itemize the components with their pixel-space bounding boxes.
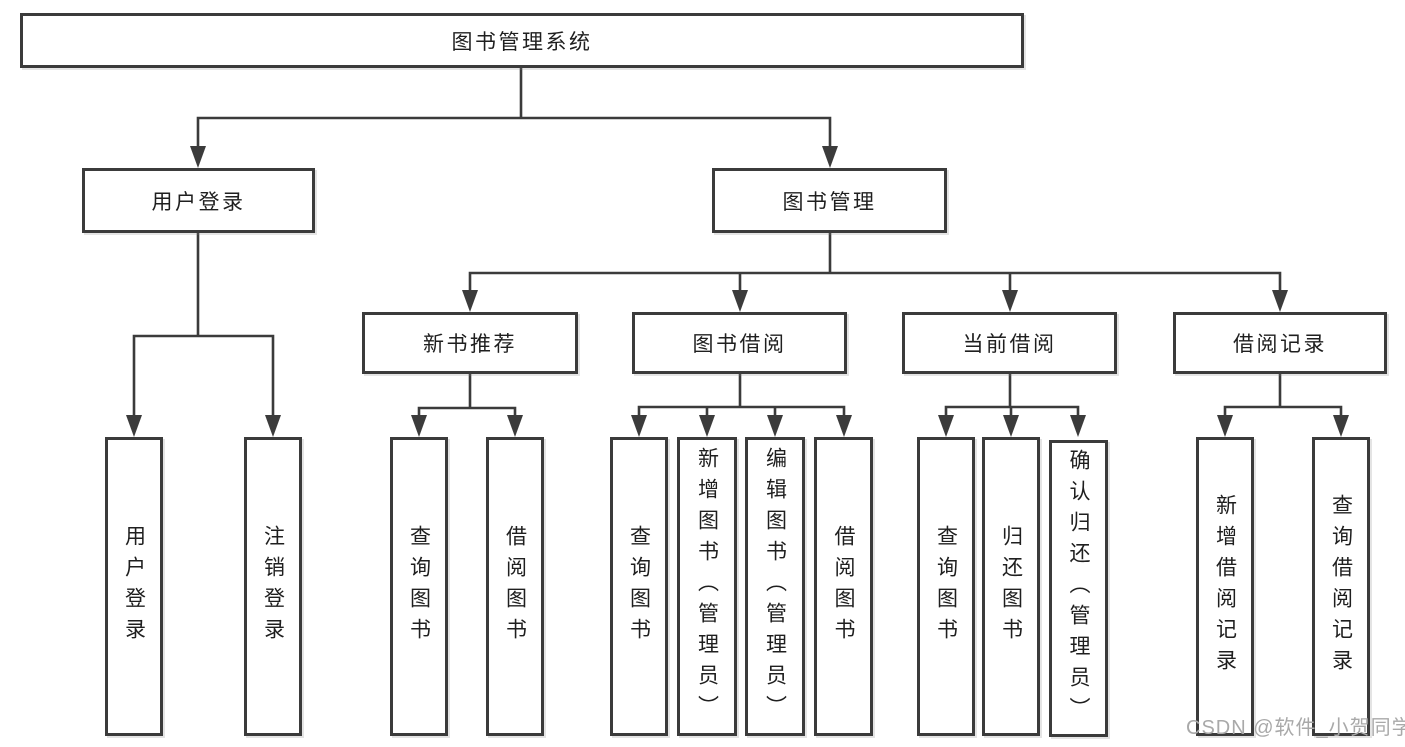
node-edit-books-admin: 编辑图书（管理员） [745,437,805,736]
node-query-books-current: 查询图书 [917,437,975,736]
arrowhead [822,146,838,168]
node-add-borrow-record: 新增借阅记录 [1196,437,1254,736]
node-label: 查询借阅记录 [1329,493,1353,680]
node-label: 新增图书（管理员） [695,447,719,726]
node-label: 用户登录 [122,524,146,649]
node-user-login: 用户登录 [82,168,315,233]
arrowhead [1003,415,1019,437]
node-borrow-books-borrowing: 借阅图书 [814,437,873,736]
arrowhead [507,415,523,437]
node-query-borrow-record: 查询借阅记录 [1312,437,1370,736]
node-borrowing-records: 借阅记录 [1173,312,1387,374]
arrowheads [126,146,1349,437]
arrowhead [462,290,478,312]
node-label: 图书管理系统 [451,30,593,54]
node-add-books-admin: 新增图书（管理员） [677,437,737,736]
arrowhead [1272,290,1288,312]
arrowhead [1333,415,1349,437]
node-label: 借阅图书 [503,524,527,649]
node-label: 新书推荐 [423,333,517,356]
arrowhead [1070,415,1086,437]
arrowhead [1217,415,1233,437]
node-label: 借阅记录 [1233,333,1327,356]
node-new-book-recommendation: 新书推荐 [362,312,578,374]
arrowhead [190,146,206,168]
node-query-books-recommend: 查询图书 [390,437,448,736]
node-label: 图书借阅 [692,333,787,356]
node-label: 当前借阅 [962,333,1057,356]
node-label: 用户登录 [151,190,246,214]
node-book-management: 图书管理 [712,168,947,233]
wire-book-management-subtree [468,231,1282,292]
wire-current-group [944,372,1080,417]
connector-paths [132,66,1343,417]
wire-recommend-group [417,372,517,417]
node-label: 查询图书 [407,524,431,649]
node-book-borrowing: 图书借阅 [632,312,847,374]
node-borrow-books-recommend: 借阅图书 [486,437,544,736]
arrowhead [1002,290,1018,312]
node-user-login-leaf: 用户登录 [105,437,163,736]
node-label: 编辑图书（管理员） [763,447,787,726]
node-confirm-return-admin: 确认归还（管理员） [1049,440,1108,737]
arrowhead [938,415,954,437]
arrowhead [767,415,783,437]
wire-records-group [1223,372,1343,417]
node-label: 归还图书 [999,524,1023,649]
node-label: 确认归还（管理员） [1067,449,1090,728]
node-root-system: 图书管理系统 [20,13,1024,68]
node-logout: 注销登录 [244,437,302,736]
wire-borrowing-group [637,372,846,417]
arrowhead [265,415,281,437]
node-label: 借阅图书 [832,524,855,649]
node-label: 新增借阅记录 [1213,493,1237,680]
watermark: CSDN @软件_小贺同学 [1186,717,1405,739]
arrowhead [699,415,715,437]
arrowhead [732,290,748,312]
wire-user-login-subtree [132,231,275,417]
node-current-borrowing: 当前借阅 [902,312,1117,374]
node-label: 查询图书 [627,524,651,649]
node-label: 注销登录 [261,524,285,649]
arrowhead [631,415,647,437]
node-label: 查询图书 [934,524,958,649]
arrowhead [411,415,427,437]
wire-root-to-level2 [196,66,832,148]
node-return-books: 归还图书 [982,437,1040,736]
node-query-books-borrowing: 查询图书 [610,437,668,736]
arrowhead [126,415,142,437]
node-label: 图书管理 [782,190,877,214]
arrowhead [836,415,852,437]
